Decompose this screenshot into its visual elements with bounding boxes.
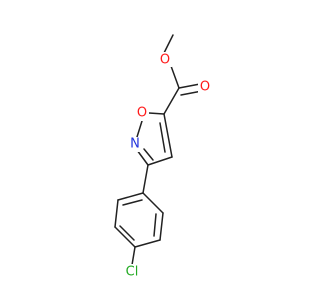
- phenyl-bond-3: [134, 239, 161, 248]
- ester-oxygen-bg: [158, 52, 172, 67]
- atom-labels: O O O N Cl: [120, 52, 212, 280]
- carbonyl-oxygen-bg: [198, 80, 212, 95]
- ring-n-c3-inner-bond: [143, 148, 154, 161]
- carbonyl-oxygen-label: O: [200, 80, 210, 95]
- ring-n-c3-bond: [136, 149, 149, 166]
- ring-nitrogen-bg: [128, 137, 142, 152]
- chlorine-label: Cl: [126, 265, 139, 280]
- phenyl-bond-2: [159, 212, 164, 241]
- phenyl-inner-bond-1: [153, 213, 157, 237]
- phenyl-inner-bond-3: [122, 199, 143, 206]
- carbonyl-double-bond-a: [178, 83, 201, 89]
- molecule-structure: O O O N Cl: [114, 34, 212, 280]
- ester-oxygen-bond: [170, 65, 180, 89]
- phenyl-to-chlorine-bond: [131, 246, 136, 266]
- ring-nitrogen-label: N: [130, 137, 140, 152]
- chlorine-bg: [120, 264, 144, 280]
- ring-to-phenyl-bond: [142, 164, 149, 194]
- carbonyl-to-ring-bond: [163, 87, 180, 115]
- ring-oxygen-bg: [135, 106, 149, 121]
- bonds: [114, 34, 203, 266]
- ring-oxygen-label: O: [137, 106, 147, 121]
- ring-c3-c4-bond: [147, 156, 173, 166]
- phenyl-bond-5: [114, 199, 119, 228]
- ring-c5-o-bond: [148, 112, 165, 115]
- ester-oxygen-label: O: [160, 53, 170, 68]
- phenyl-bond-4: [114, 226, 136, 248]
- phenyl-bond-6: [117, 192, 144, 201]
- ring-c4-c5-bond: [163, 113, 173, 158]
- methyl-bond: [163, 34, 174, 54]
- ring-o-n-bond: [136, 120, 143, 138]
- ring-c4-c5-inner-bond: [159, 122, 166, 153]
- phenyl-bond-1: [142, 192, 164, 214]
- phenyl-inner-bond-2: [119, 225, 135, 241]
